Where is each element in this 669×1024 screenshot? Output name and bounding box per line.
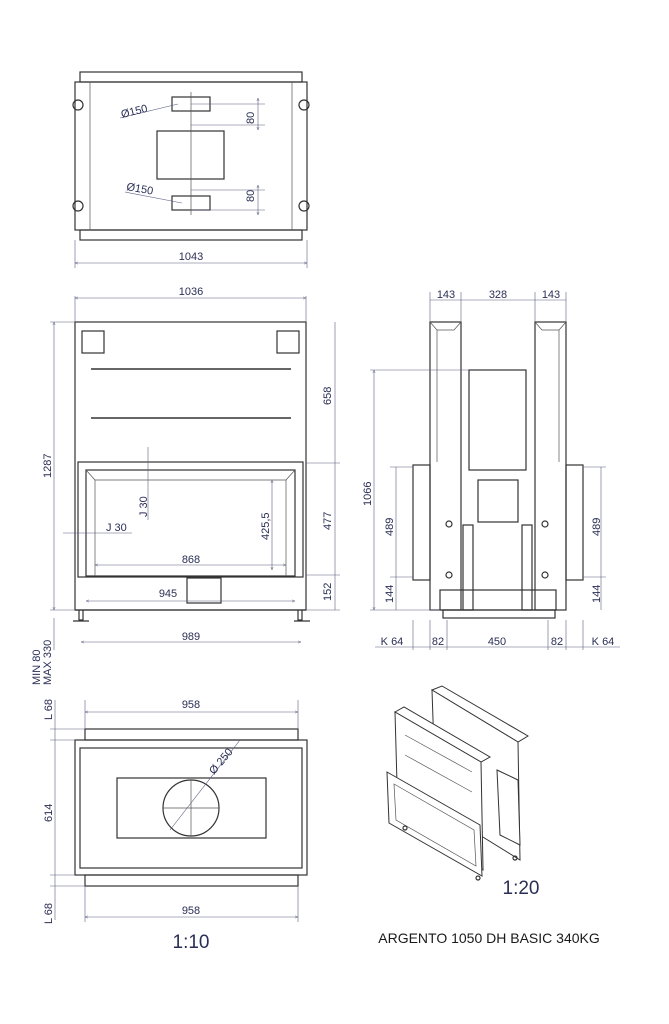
dim-foot-left: 82 <box>432 636 444 648</box>
dim-base: 152 <box>322 583 334 601</box>
dim-joint-horizontal: J 30 <box>106 522 127 534</box>
dim-col-right: 143 <box>542 289 560 301</box>
dim-door: 477 <box>322 512 334 530</box>
dim-door-width: 945 <box>159 588 177 600</box>
scale-iso: 1:20 <box>503 878 540 899</box>
scale-main: 1:10 <box>173 932 210 953</box>
dim-flange-right: 489 <box>591 518 603 536</box>
dim-feet-width: 989 <box>182 631 200 643</box>
bottom-view: Ø 250 958 L 68 614 L 68 958 1:10 <box>43 699 308 953</box>
dim-offset-top: 80 <box>245 112 257 124</box>
dim-col-left: 143 <box>437 289 455 301</box>
dim-total-height: 1287 <box>42 454 54 478</box>
dim-foot-span: 450 <box>488 636 506 648</box>
dim-bottom-width-top: 958 <box>182 699 200 711</box>
dim-bottom-width-bottom: 958 <box>182 905 200 917</box>
dim-center: 328 <box>489 289 507 301</box>
dim-k-right: K 64 <box>592 636 615 648</box>
isometric-view: 1:20 <box>386 685 540 899</box>
dim-offset-bottom: 80 <box>245 190 257 202</box>
front-view: 1036 1287 658 477 152 425,5 J 30 J 30 86… <box>31 286 340 685</box>
dim-top-width: 1043 <box>179 251 203 263</box>
dim-flue-bottom: Ø150 <box>125 181 154 197</box>
dim-leg-max: MAX 330 <box>42 640 54 685</box>
dim-bottom-flue: Ø 250 <box>207 746 235 777</box>
product-title: ARGENTO 1050 DH BASIC 340KG <box>378 930 600 946</box>
dim-flue-top: Ø150 <box>120 103 149 121</box>
dim-upper: 658 <box>322 387 334 405</box>
dim-k-left: K 64 <box>381 636 404 648</box>
dim-front-width: 1036 <box>179 286 203 298</box>
dim-base-right: 144 <box>591 585 603 603</box>
dim-l-top: L 68 <box>43 699 55 720</box>
side-view: 143 328 143 1066 489 144 489 144 K 64 82… <box>362 289 620 650</box>
dim-base-left: 144 <box>384 585 396 603</box>
dim-glass-height: 425,5 <box>260 512 272 540</box>
dim-leg-min: MIN 80 <box>31 650 43 685</box>
top-view: Ø150 80 Ø150 80 1043 <box>72 71 310 268</box>
dim-flange-left: 489 <box>384 518 396 536</box>
dim-l-bottom: L 68 <box>43 903 55 924</box>
dim-joint-vertical: J 30 <box>138 496 150 517</box>
dim-side-height: 1066 <box>362 482 374 506</box>
dim-glass-width: 868 <box>182 554 200 566</box>
dim-foot-right: 82 <box>551 636 563 648</box>
dim-depth: 614 <box>43 804 55 822</box>
